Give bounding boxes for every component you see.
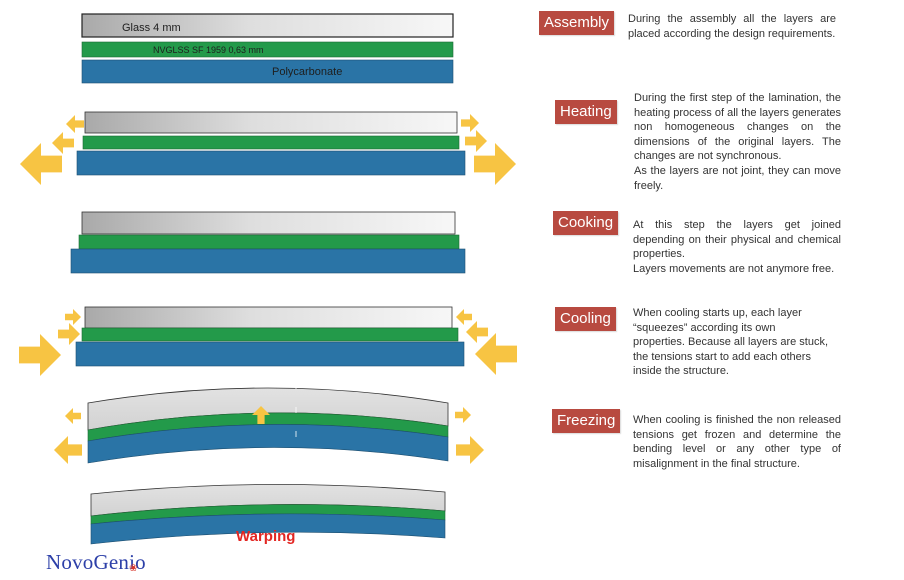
step-badge-assembly: Assembly	[539, 11, 615, 35]
step-description-heating: During the first step of the lamination,…	[634, 92, 841, 192]
novogenio-logo: NovoGen❀io	[46, 550, 146, 574]
step-badge-heating: Heating	[555, 100, 617, 124]
arrow-right-icon	[19, 334, 61, 376]
arrow-right-icon	[474, 143, 516, 185]
glass-layer	[84, 111, 458, 134]
glass-layer	[81, 13, 454, 38]
polycarbonate-layer	[76, 150, 466, 176]
arrow-right-icon	[461, 114, 479, 132]
interlayer-layer	[82, 135, 460, 150]
glass-layer	[84, 306, 453, 329]
arrow-right-icon	[465, 130, 487, 152]
interlayer-layer	[81, 327, 459, 342]
arrow-left-icon	[475, 333, 517, 375]
heating-stack	[20, 111, 516, 185]
assembly-stack: Glass 4 mm NVGLSS SF 1959 0,63 mm Polyca…	[81, 13, 454, 84]
polycarbonate-layer	[90, 513, 446, 545]
arrow-left-icon	[466, 321, 488, 343]
step-description-cooking: At this step the layers get joined depen…	[633, 219, 841, 275]
arrow-right-icon	[455, 407, 471, 423]
cooling-stack	[19, 306, 517, 376]
step-badge-freezing: Freezing	[552, 409, 621, 433]
interlayer-layer	[78, 234, 460, 250]
step-description-assembly: During the assembly all the layers are p…	[628, 13, 836, 40]
arrow-left-icon	[20, 143, 62, 185]
step-description-freezing: When cooling is finished the non release…	[633, 414, 841, 470]
warping-label: Warping	[236, 528, 296, 545]
interlayer-layer	[81, 41, 454, 58]
arrow-left-icon	[456, 309, 472, 325]
arrow-right-icon	[456, 436, 484, 464]
arrow-left-icon	[54, 436, 82, 464]
warping-stack	[90, 484, 446, 545]
polycarbonate-layer-label: Polycarbonate	[272, 66, 342, 78]
arrow-left-icon	[65, 408, 81, 424]
arrow-left-icon	[52, 132, 74, 154]
glass-layer-label: Glass 4 mm	[122, 22, 181, 34]
glass-layer	[81, 211, 456, 235]
freezing-stack	[54, 383, 484, 464]
polycarbonate-layer	[75, 341, 465, 367]
interlayer-layer-label: NVGLSS SF 1959 0,63 mm	[153, 45, 264, 55]
polycarbonate-layer	[70, 248, 466, 274]
step-description-cooling: When cooling starts up, each layer “sque…	[633, 307, 829, 378]
polycarbonate-layer	[81, 59, 454, 84]
arrow-left-icon	[66, 115, 84, 133]
cooking-stack	[70, 211, 466, 274]
polycarbonate-layer	[87, 424, 449, 464]
arrow-right-icon	[65, 309, 81, 325]
step-badge-cooling: Cooling	[555, 307, 616, 331]
step-badge-cooking: Cooking	[553, 211, 619, 235]
